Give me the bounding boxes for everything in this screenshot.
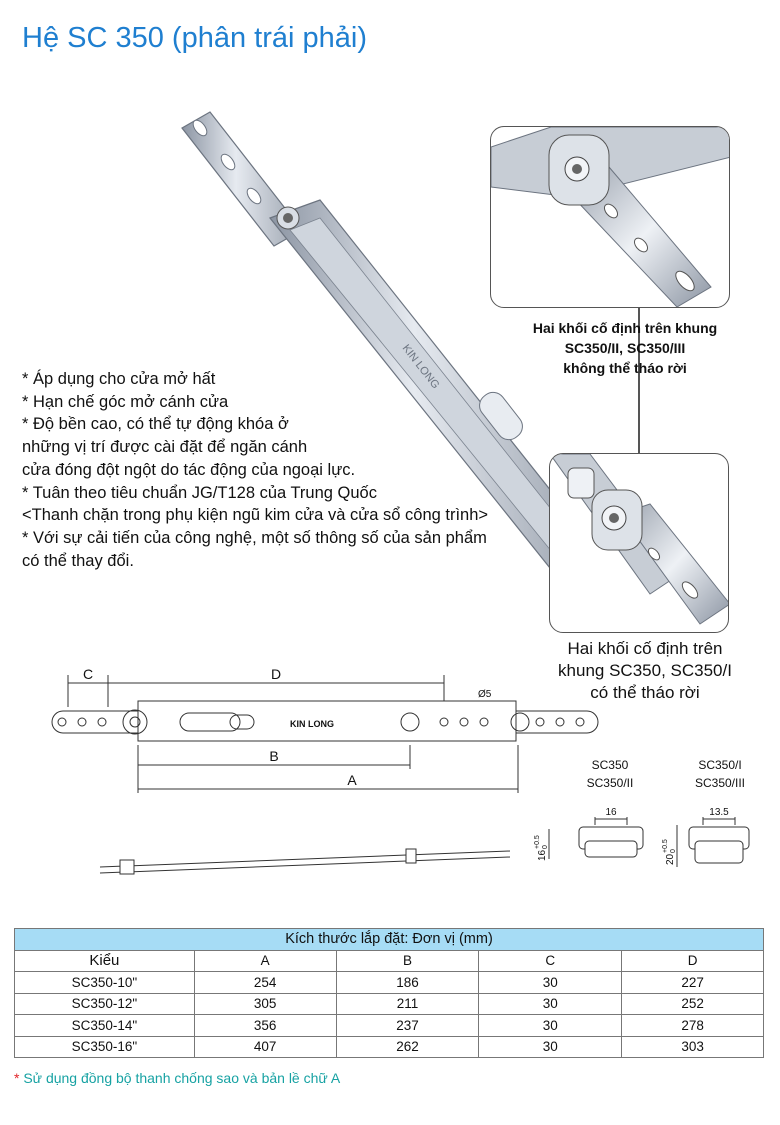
column-header-c: C [478, 949, 623, 972]
dim-label-b: B [269, 748, 278, 764]
cell-b: 186 [335, 971, 480, 994]
cell-d: 227 [621, 971, 764, 994]
cell-b: 211 [335, 992, 480, 1015]
dim-label-a: A [347, 772, 357, 788]
cell-c: 30 [478, 971, 623, 994]
feature-line: * Tuân theo tiêu chuẩn JG/T128 của Trung… [22, 483, 377, 502]
profile-tolerance: 0 [542, 845, 549, 849]
caption-line: Hai khối cố định trên khung [532, 320, 718, 336]
profile-tolerance: +0.5 [534, 835, 541, 849]
cell-c: 30 [478, 1035, 623, 1058]
table-row: SC350-10" 254 186 30 227 [14, 971, 764, 994]
feature-line: * Với sự cải tiến của công nghệ, một số … [22, 528, 487, 547]
cell-c: 30 [478, 1014, 623, 1037]
profile-width-right: 13.5 [709, 807, 729, 818]
dim-label-c: C [83, 666, 93, 682]
table-title: Kích thước lắp đặt: Đơn vị (mm) [14, 928, 764, 951]
cell-a: 254 [193, 971, 337, 994]
cell-a: 407 [193, 1035, 337, 1058]
footnote-text: Sử dụng đồng bộ thanh chống sao và bản l… [23, 1070, 341, 1086]
column-header-model: Kiểu [14, 949, 195, 972]
profile-width-left: 16 [605, 807, 617, 818]
table-row: SC350-12" 305 211 30 252 [14, 992, 764, 1015]
feature-line: <Thanh chặn trong phụ kiện ngũ kim cửa v… [22, 506, 489, 525]
feature-line: * Độ bền cao, có thể tự động khóa ở [22, 415, 289, 434]
caption-fixed-blocks: Hai khối cố định trên khung SC350/II, SC… [500, 318, 750, 378]
profile-sections: SC350 SC350/II SC350/I SC350/III 16 13.5… [534, 758, 750, 867]
cell-model: SC350-10" [14, 971, 195, 994]
cell-a: 305 [193, 992, 337, 1015]
closeup-graphic [491, 127, 729, 307]
cell-d: 278 [621, 1014, 764, 1037]
cell-d: 252 [621, 992, 764, 1015]
caption-line: không thể tháo rời [563, 360, 687, 376]
feature-line: * Hạn chế góc mở cánh cửa [22, 392, 229, 411]
product-photo: KIN LONG [181, 111, 590, 569]
cell-model: SC350-12" [14, 992, 195, 1015]
caption-line: Hai khối cố định trên [567, 639, 723, 658]
cell-b: 237 [335, 1014, 480, 1037]
cell-a: 356 [193, 1014, 337, 1037]
profile-model-right: SC350/III [695, 776, 745, 790]
hole-diameter-label: Ø5 [478, 689, 492, 700]
caption-line: có thể tháo rời [590, 683, 700, 702]
detail-closeup-fixed-blocks [490, 126, 730, 308]
footnote-star: * [14, 1070, 20, 1086]
cell-model: SC350-14" [14, 1014, 195, 1037]
profile-model-right: SC350/I [698, 758, 741, 772]
profile-tolerance: +0.5 [662, 839, 669, 853]
feature-line: những vị trí được cài đặt để ngăn cánh [22, 438, 308, 457]
cell-d: 303 [621, 1035, 764, 1058]
detail-closeup-removable-blocks [549, 453, 729, 633]
callout-connector [638, 308, 640, 453]
feature-line: * Áp dụng cho cửa mở hất [22, 370, 216, 388]
caption-removable-blocks: Hai khối cố định trên khung SC350, SC350… [535, 638, 755, 704]
caption-line: SC350/II, SC350/III [564, 340, 686, 356]
caption-line: khung SC350, SC350/I [558, 661, 732, 680]
dim-label-d: D [271, 666, 281, 682]
cell-b: 262 [335, 1035, 480, 1058]
cell-model: SC350-16" [14, 1035, 195, 1058]
stay-arm-graphic: KIN LONG [181, 111, 590, 569]
technical-drawing: C D B A Ø5 KIN LONG [51, 666, 599, 875]
table-row: SC350-14" 356 237 30 278 [14, 1014, 764, 1037]
page-title: Hệ SC 350 (phân trái phải) [22, 22, 367, 54]
profile-height-left: 16 [537, 849, 548, 861]
profile-model-left: SC350/II [587, 776, 634, 790]
footnote: * Sử dụng đồng bộ thanh chống sao và bản… [14, 1070, 340, 1086]
table-row: SC350-16" 407 262 30 303 [14, 1035, 764, 1058]
feature-list: * Áp dụng cho cửa mở hất * Hạn chế góc m… [22, 368, 562, 572]
drawing-brand-mark: KIN LONG [290, 719, 334, 729]
closeup-graphic [550, 454, 728, 625]
column-header-d: D [621, 949, 764, 972]
installation-size-table: Kích thước lắp đặt: Đơn vị (mm) Kiểu A B… [14, 928, 764, 1058]
cell-c: 30 [478, 992, 623, 1015]
feature-line: cửa đóng đột ngột do tác động của ngoại … [22, 460, 356, 479]
profile-model-left: SC350 [592, 758, 629, 772]
column-header-a: A [193, 949, 337, 972]
profile-tolerance: 0 [670, 849, 677, 853]
feature-line: có thể thay đổi. [22, 551, 134, 570]
profile-height-right: 20 [665, 853, 676, 865]
column-header-b: B [335, 949, 480, 972]
